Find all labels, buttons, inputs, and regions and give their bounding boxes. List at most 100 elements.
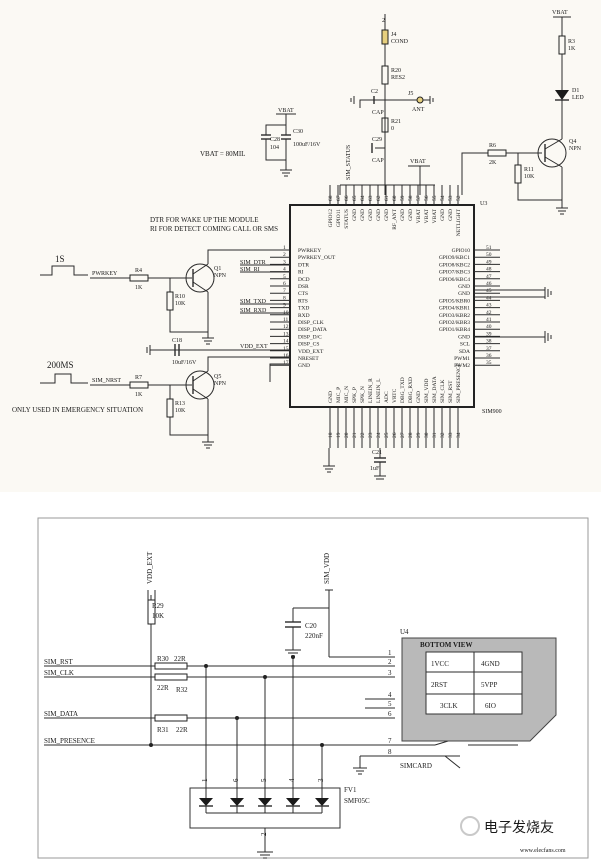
sim-card-schematic: VDD_EXT R29 10K SIM_VDD C20 220nF SIM_RS… — [37, 517, 589, 859]
left-pin-number: 13 — [283, 331, 289, 337]
right-pin-number: 49 — [486, 259, 492, 265]
q4-collector — [544, 138, 563, 150]
c21-ref: C21 — [372, 450, 382, 456]
right-pin-number: 43 — [486, 303, 492, 309]
bottom-pin-name: SIM_DATA — [432, 376, 438, 403]
left-pin-number: 1 — [283, 245, 286, 251]
left-pin-number: 2 — [283, 252, 286, 258]
r7-value: 1K — [135, 392, 143, 398]
vdd-ext-net: VDD_EXT — [146, 551, 154, 584]
junction-dot — [320, 743, 324, 747]
bottom-pin-name: DBG_RXD — [408, 377, 414, 403]
top-pin-name: RF_ANT — [392, 208, 398, 229]
pad-1vcc: 1VCC — [431, 660, 449, 668]
right-pin-name: GPIO9/KBC1 — [439, 255, 470, 261]
r3-resistor — [558, 35, 566, 55]
right-pin-name: GPIO10 — [452, 248, 471, 254]
right-pin-name: GPIO5/KBR0 — [439, 298, 470, 304]
top-pin-number: 53 — [448, 195, 454, 201]
right-pin-name: GPIO6/KBC4 — [439, 277, 470, 283]
r32-value: 22R — [157, 684, 169, 692]
simcard-label: SIMCARD — [400, 762, 432, 770]
ant-net: ANT — [412, 107, 425, 113]
r6-resistor — [487, 149, 507, 157]
r31-resistor — [154, 714, 188, 722]
right-pin-name: GPIO2/KBR3 — [439, 320, 470, 326]
watermark-text: 电子发烧友 — [484, 820, 554, 836]
vbat-decoupling-wire — [265, 114, 287, 135]
bottom-pin-name: GND — [328, 391, 334, 403]
q5-ref: Q5 — [214, 374, 221, 380]
c18-ref: C18 — [172, 338, 182, 344]
bottom-pin-number: 20 — [344, 432, 350, 438]
q4-emitter — [544, 156, 563, 168]
connector-pin-number: 1 — [388, 649, 392, 657]
top-pin-number: 57 — [416, 195, 422, 201]
left-pin-number: 9 — [283, 303, 286, 309]
q1-type: NPN — [214, 273, 227, 279]
tvs-pin-number: 4 — [288, 778, 296, 782]
bottom-pin-name: SPK_N — [360, 386, 366, 403]
chip-gnd-wire — [269, 363, 290, 382]
bottom-pin-name: LINEIN_L — [376, 378, 382, 403]
left-pin-name: PWRKEY_OUT — [298, 255, 336, 261]
bottom-pin-name: LINEIN_R — [368, 378, 374, 403]
bottom-view-label: BOTTOM VIEW — [420, 641, 472, 649]
r30-ref: R30 — [157, 655, 169, 663]
q5-emitter — [192, 388, 209, 400]
bottom-pin-number: 25 — [384, 432, 390, 438]
top-pin-name: GND — [384, 209, 390, 221]
top-pin-number: 67 — [336, 195, 342, 201]
pulse-200ms-label: 200MS — [47, 360, 74, 370]
j4-ref: J4 — [391, 32, 396, 38]
right-pin-name: SDA — [459, 349, 470, 355]
q5-to-nreset — [207, 356, 290, 371]
r32-ref: R32 — [176, 686, 188, 694]
bottom-pin-name: ADC — [384, 391, 390, 403]
r21-resistor — [381, 117, 389, 133]
left-pin-number: 3 — [283, 259, 286, 265]
bottom-pin-number: 28 — [408, 432, 414, 438]
top-pin-name: GND — [376, 209, 382, 221]
top-pin-number: 59 — [400, 195, 406, 201]
pulse-1s-waveform — [40, 265, 88, 276]
right-pin-name: GPIO7/KBC3 — [439, 270, 470, 276]
right-pin-name: GPIO1/KBR4 — [439, 327, 470, 333]
top-pin-number: 68 — [328, 195, 334, 201]
sim-status-net: SIM_STATUS — [346, 145, 352, 180]
bottom-pin-number: 27 — [400, 432, 406, 438]
left-pin-number: 7 — [283, 288, 286, 294]
j4-pin-num: 2 — [382, 18, 385, 24]
r13-ref: R13 — [175, 401, 185, 407]
watermark-url: www.elecfans.com — [520, 847, 566, 854]
top-pin-name: GND — [352, 209, 358, 221]
top-pin-name: STATUS — [344, 209, 350, 229]
r30-value: 22R — [174, 655, 186, 663]
top-pin-name: NETLIGHT — [456, 208, 462, 236]
bottom-pin-number: 33 — [448, 432, 454, 438]
junction-dot — [263, 675, 267, 679]
right-pin-number: 35 — [486, 360, 492, 366]
connector-pin-number: 7 — [388, 737, 392, 745]
right-pin-number: 51 — [486, 245, 492, 251]
right-pin-number: 39 — [486, 331, 492, 337]
j5-antenna-pad — [416, 96, 424, 104]
right-pin-name: PWM1 — [454, 356, 470, 362]
right-pin-number: 37 — [486, 346, 492, 352]
ground-symbol — [280, 169, 292, 177]
connector-pin-number: 5 — [388, 700, 392, 708]
ground-symbol — [202, 337, 214, 345]
r10-resistor — [166, 291, 174, 311]
junction-dot — [204, 664, 208, 668]
c29-value: CAP — [372, 158, 384, 164]
top-pin-name: GPIO11 — [336, 209, 342, 227]
junction-dot — [235, 716, 239, 720]
tvs-diode — [230, 798, 244, 806]
right-pin-name: GPIO3/KBR2 — [439, 313, 470, 319]
right-pin-group: 51GPIO1050GPIO9/KBC149GPIO8/KBC248GPIO7/… — [439, 245, 500, 369]
bottom-pin-name: MIC_N — [344, 386, 350, 403]
r4-ref: R4 — [135, 268, 142, 274]
connector-pin-number: 8 — [388, 748, 392, 756]
